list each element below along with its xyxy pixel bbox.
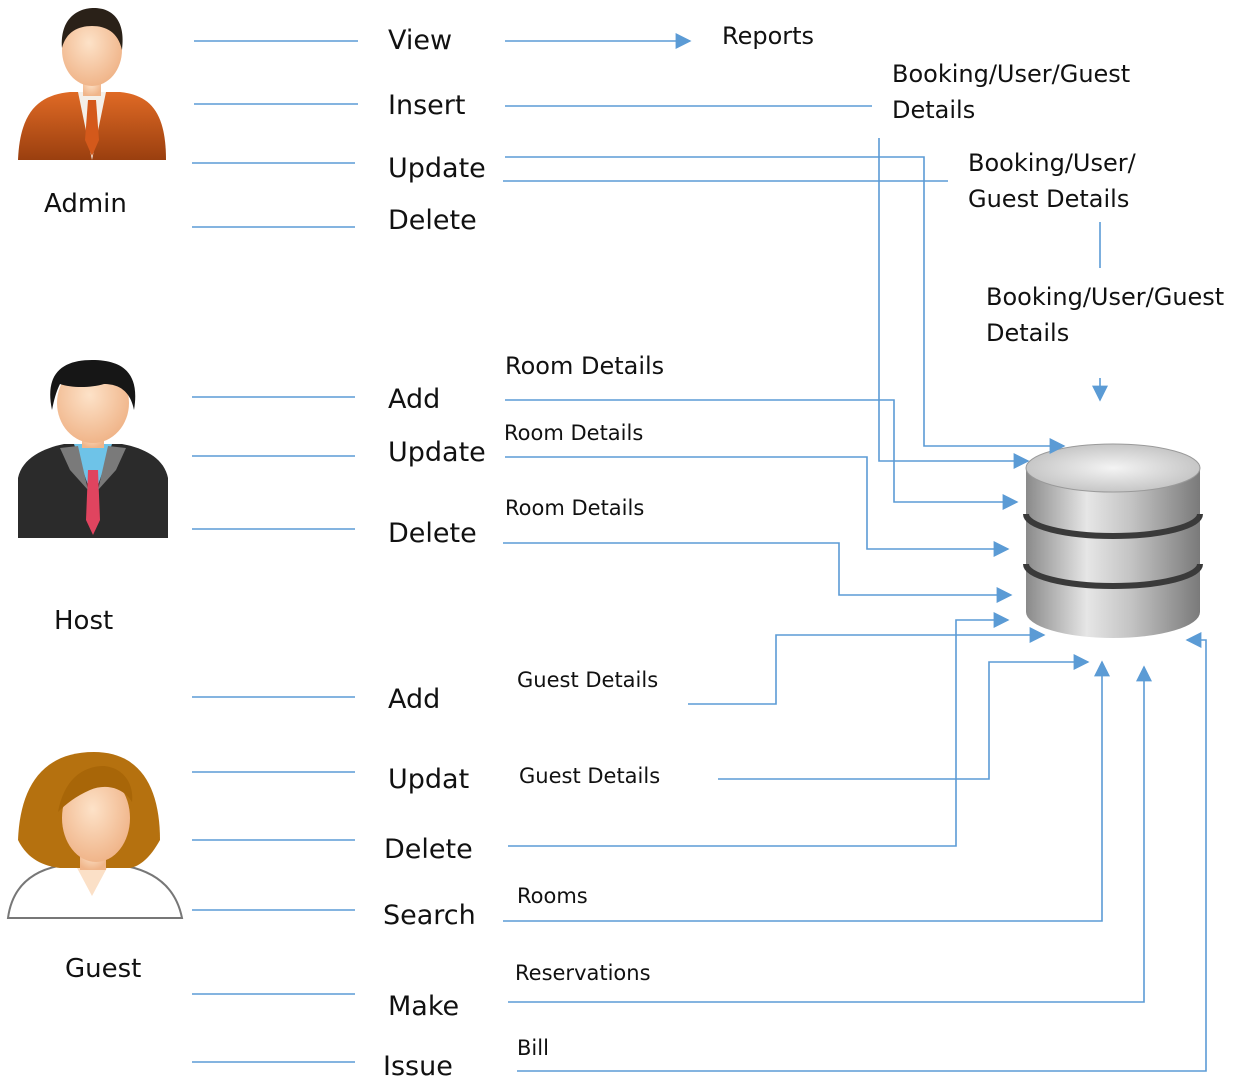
flow-make-reservations — [508, 665, 1152, 1003]
flow-admin-update — [505, 156, 1066, 454]
guest-issue-action: Issue — [383, 1051, 453, 1082]
guest-make-action: Make — [388, 991, 460, 1022]
reservations-label: Reservations — [515, 961, 651, 985]
actor-admin-label: Admin — [44, 189, 127, 219]
actor-host-label: Host — [54, 606, 114, 636]
flow-host-add — [505, 399, 1019, 510]
delete-details-label: Booking/User/Guest Details — [986, 283, 1225, 347]
host-avatar-icon — [18, 360, 168, 538]
rooms-label: Rooms — [517, 884, 588, 908]
flow-search-rooms — [503, 660, 1110, 922]
actor-guest-label: Guest — [65, 954, 142, 984]
flow-guest-add — [688, 627, 1046, 705]
flow-guest-update — [718, 654, 1090, 780]
room-details-delete-label: Room Details — [505, 496, 645, 520]
flow-host-update — [505, 456, 1010, 557]
host-add-action: Add — [388, 384, 441, 415]
room-details-add-label: Room Details — [505, 352, 665, 380]
admin-avatar-icon — [18, 8, 166, 160]
flow-guest-delete — [508, 612, 1010, 847]
flow-issue-bill — [517, 632, 1207, 1072]
insert-details-label: Booking/User/Guest Details — [892, 60, 1131, 124]
guest-avatar-icon — [6, 752, 184, 919]
flow-host-delete — [503, 542, 1013, 603]
guest-update-action: Updat — [388, 764, 470, 795]
flow-insert-down — [878, 138, 1030, 469]
room-details-update-label: Room Details — [504, 421, 644, 445]
bill-label: Bill — [517, 1036, 549, 1060]
guest-details-add-label: Guest Details — [517, 668, 659, 692]
admin-update-action: Update — [388, 153, 486, 184]
reports-label: Reports — [722, 22, 815, 50]
guest-details-update-label: Guest Details — [519, 764, 661, 788]
host-update-action: Update — [388, 437, 486, 468]
data-flows — [503, 33, 1207, 1072]
admin-delete-action: Delete — [388, 205, 477, 236]
database-icon — [1023, 443, 1203, 638]
update-details-label: Booking/User/ Guest Details — [968, 149, 1136, 213]
guest-delete-action: Delete — [384, 834, 473, 865]
guest-search-action: Search — [383, 900, 476, 931]
admin-view-action: View — [388, 25, 453, 56]
admin-insert-action: Insert — [388, 90, 466, 121]
actor-connectors — [192, 40, 358, 1063]
host-delete-action: Delete — [388, 518, 477, 549]
guest-add-action: Add — [388, 684, 441, 715]
